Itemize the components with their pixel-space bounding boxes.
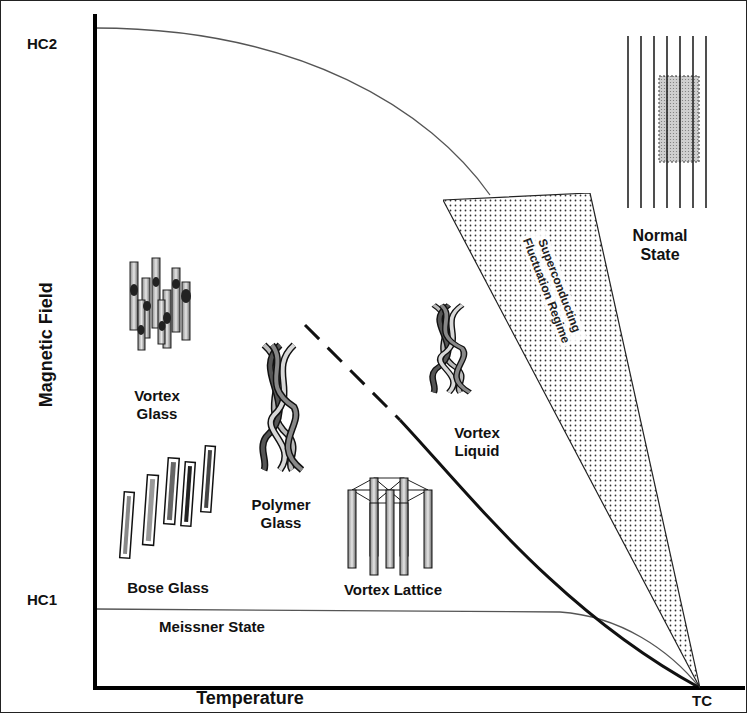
hc1-curve (95, 609, 700, 688)
axis-title: Magnetic Field (35, 282, 57, 407)
vortex-liquid-icon (433, 305, 470, 393)
phase-label: Meissner State (159, 618, 265, 636)
vortex-glass-icon (130, 258, 191, 350)
normal-state-icon (628, 36, 706, 208)
phase-label: Vortex Liquid (442, 424, 512, 460)
bose-glass-icon (120, 446, 216, 559)
phase-label: Bose Glass (127, 579, 209, 597)
glass-transition-line (305, 325, 400, 420)
phase-label: Vortex Glass (122, 387, 192, 423)
axis-title: Temperature (196, 688, 304, 710)
polymer-glass-icon (263, 345, 302, 470)
fluctuation-triangle (443, 193, 700, 688)
hc2-curve (95, 28, 490, 195)
phase-label: Polymer Glass (241, 496, 321, 532)
phase-label: Vortex Lattice (344, 581, 442, 599)
axis-tick-label: TC (692, 692, 712, 710)
phase-label: Normal State (620, 226, 700, 264)
vortex-lattice-icon (348, 478, 432, 575)
axis-tick-label: HC2 (27, 35, 57, 53)
axis-tick-label: HC1 (27, 591, 57, 609)
x-axis (93, 686, 745, 690)
y-axis (93, 14, 97, 689)
